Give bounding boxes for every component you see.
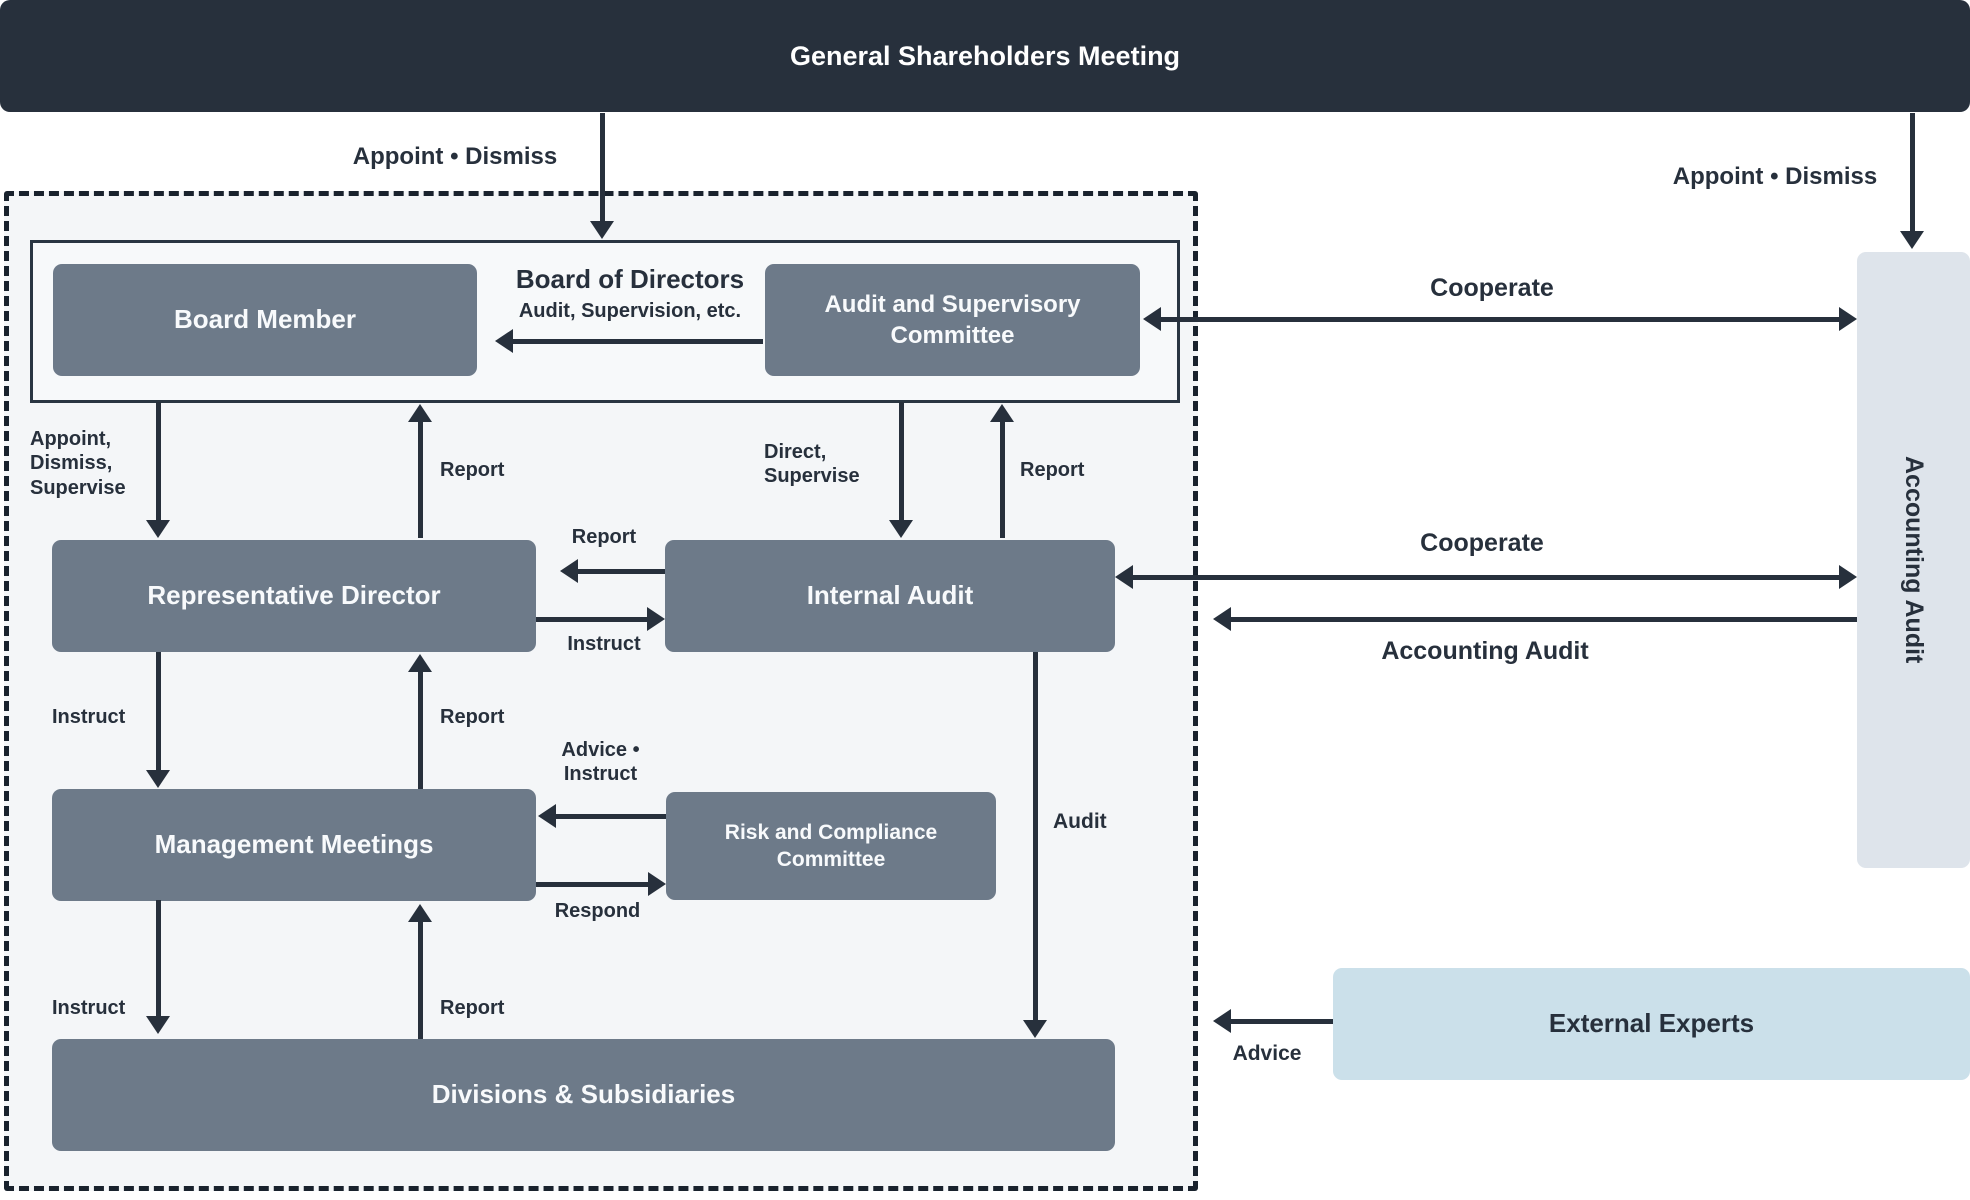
arrowhead-risk-advice-to-mm [538,804,556,828]
arrow-shareholders-to-bod [600,113,605,221]
arrow-external-experts-advice [1231,1019,1333,1024]
arrow-mm-respond-to-risk [536,882,648,887]
board-of-directors-subtitle: Audit, Supervision, etc. [518,300,742,322]
risk-compliance-committee-node: Risk and Compliance Committee [666,792,996,900]
label-cooperate-middle: Cooperate [1420,529,1544,557]
arrowhead-shareholders-to-accounting-audit [1900,231,1924,249]
arrowhead-shareholders-to-bod [590,221,614,239]
label-report-ia-to-bod: Report [1020,459,1085,481]
arrow-appoint-dismiss-supervise [156,402,161,520]
representative-director-label: Representative Director [147,580,441,611]
arrow-mm-report-to-rd [418,672,423,789]
general-shareholders-meeting-banner: General Shareholders Meeting [0,0,1970,112]
arrow-cooperate-top [1161,317,1839,322]
accounting-audit-node: Accounting Audit [1857,252,1970,868]
arrow-rd-instruct-to-mm [156,652,161,770]
label-instruct-mm-to-divisions: Instruct [52,997,126,1019]
arrowhead-mm-respond-to-risk [648,872,666,896]
arrow-ia-report-to-rd [578,569,665,574]
arrow-ia-audit-to-divisions [1033,652,1038,1020]
label-accounting-audit-arrow: Accounting Audit [1381,637,1589,665]
arrow-accounting-audit [1231,617,1857,622]
label-direct-supervise: Direct, Supervise [764,441,860,488]
label-advice-instruct: Advice • Instruct [561,739,640,786]
arrowhead-rd-report-to-bod [408,404,432,422]
label-appoint-dismiss-left: Appoint • Dismiss [352,143,558,170]
arrowhead-cooperate-top-left [1143,307,1161,331]
internal-audit-label: Internal Audit [806,580,974,611]
label-instruct-rd-to-mm: Instruct [52,706,126,728]
arrow-divisions-report-to-mm [418,922,423,1039]
arrowhead-ia-report-to-bod [990,404,1014,422]
arrowhead-mm-instruct-to-divisions [146,1016,170,1034]
divisions-subsidiaries-node: Divisions & Subsidiaries [52,1039,1115,1151]
label-audit: Audit [1053,810,1107,833]
arrow-ia-report-to-bod [1000,422,1005,538]
board-of-directors-title: Board of Directors [515,264,745,294]
arrowhead-rd-instruct-to-ia [647,607,665,631]
arrowhead-cooperate-top-right [1839,307,1857,331]
label-report-rd-to-bod: Report [440,459,505,481]
arrow-direct-supervise [899,402,904,520]
board-member-label: Board Member [173,304,357,335]
label-report-mm-to-rd: Report [440,706,505,728]
arrowhead-asc-to-board-member [495,329,513,353]
arrow-asc-to-board-member [513,339,763,344]
arrowhead-mm-report-to-rd [408,654,432,672]
management-meetings-label: Management Meetings [154,829,434,860]
external-experts-node: External Experts [1333,968,1970,1080]
management-meetings-node: Management Meetings [52,789,536,901]
arrow-shareholders-to-accounting-audit [1910,113,1915,231]
audit-supervisory-committee-label: Audit and Supervisory Committee [824,290,1081,349]
accounting-audit-label: Accounting Audit [1899,456,1928,664]
arrow-rd-report-to-bod [418,422,423,538]
internal-audit-node: Internal Audit [665,540,1115,652]
label-appoint-dismiss-supervise: Appoint, Dismiss, Supervise [30,428,126,499]
arrowhead-appoint-dismiss-supervise [146,520,170,538]
arrow-cooperate-middle [1133,575,1839,580]
label-respond: Respond [554,900,641,922]
arrowhead-direct-supervise [889,520,913,538]
arrow-risk-advice-to-mm [556,814,666,819]
arrowhead-rd-instruct-to-mm [146,770,170,788]
label-appoint-dismiss-right: Appoint • Dismiss [1672,163,1878,190]
label-instruct-rd-to-ia: Instruct [567,633,641,655]
risk-compliance-committee-label: Risk and Compliance Committee [724,820,938,871]
arrowhead-accounting-audit [1213,607,1231,631]
arrowhead-ia-audit-to-divisions [1023,1020,1047,1038]
arrow-mm-instruct-to-divisions [156,900,161,1016]
label-report-ia-to-rd: Report [571,526,637,548]
audit-supervisory-committee-node: Audit and Supervisory Committee [765,264,1140,376]
arrowhead-divisions-report-to-mm [408,904,432,922]
arrowhead-cooperate-middle-left [1115,565,1133,589]
divisions-subsidiaries-label: Divisions & Subsidiaries [431,1079,736,1110]
external-experts-label: External Experts [1548,1008,1755,1039]
board-member-node: Board Member [53,264,477,376]
arrowhead-ia-report-to-rd [560,559,578,583]
representative-director-node: Representative Director [52,540,536,652]
banner-title: General Shareholders Meeting [789,40,1181,71]
arrowhead-cooperate-middle-right [1839,565,1857,589]
label-cooperate-top: Cooperate [1430,274,1554,302]
arrow-rd-instruct-to-ia [536,617,647,622]
arrowhead-external-experts-advice [1213,1009,1231,1033]
label-report-divisions-to-mm: Report [440,997,505,1019]
label-advice: Advice [1232,1042,1302,1065]
